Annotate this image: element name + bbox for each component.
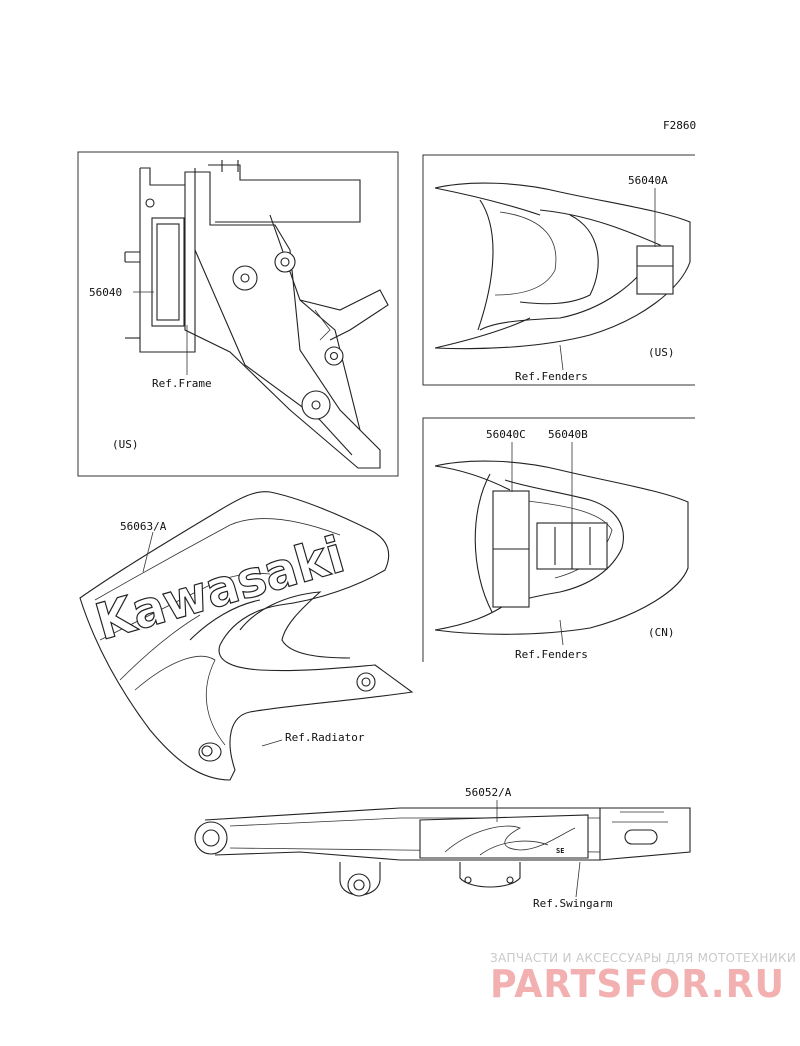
swingarm: SE 56052/A Ref.Swingarm — [194, 786, 691, 910]
panel-frame-us: 56040 Ref.Frame (US) — [77, 151, 399, 477]
watermark: ЗАПЧАСТИ И АКСЕССУАРЫ ДЛЯ МОТОТЕХНИКИ PA… — [490, 951, 796, 1006]
panel-fender-us: 56040A Ref.Fenders (US) — [422, 154, 695, 386]
watermark-brand: PARTSFOR.RU — [490, 962, 785, 1006]
radiator-shroud: Kawasaki 56063/A Ref.Radiator — [79, 491, 414, 781]
part-label-56040: 56040 — [89, 286, 122, 299]
decal-56040a — [636, 245, 674, 295]
part-label-56040c: 56040C — [486, 428, 526, 441]
region-us-fender: (US) — [648, 346, 675, 359]
ref-fenders-us-label: Ref.Fenders — [515, 370, 588, 383]
part-label-56040b: 56040B — [548, 428, 588, 441]
ref-fenders-cn-label: Ref.Fenders — [515, 648, 588, 661]
ref-frame-label: Ref.Frame — [152, 377, 212, 390]
part-label-56040a: 56040A — [628, 174, 668, 187]
panel-fender-cn: 56040C 56040B Ref.Fenders (CN) — [422, 417, 695, 662]
kawasaki-logo: Kawasaki — [89, 525, 350, 651]
region-cn-fender: (CN) — [648, 626, 675, 639]
region-us-frame: (US) — [112, 438, 139, 451]
svg-text:SE: SE — [556, 847, 564, 855]
watermark-subtitle: ЗАПЧАСТИ И АКСЕССУАРЫ ДЛЯ МОТОТЕХНИКИ — [490, 951, 796, 965]
ref-swingarm-label: Ref.Swingarm — [533, 897, 613, 910]
ref-radiator-label: Ref.Radiator — [285, 731, 365, 744]
decal-56052a — [419, 814, 589, 859]
figure-code: F2860 — [663, 119, 696, 132]
part-label-56052a: 56052/A — [465, 786, 512, 799]
part-label-56063a: 56063/A — [120, 520, 167, 533]
